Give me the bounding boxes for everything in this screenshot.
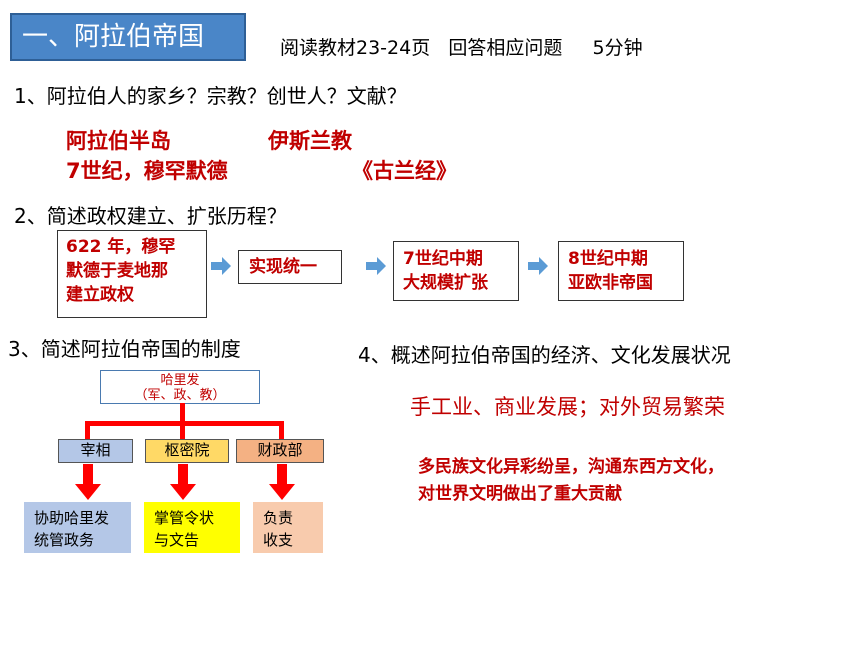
duty-privy-council: 掌管令状 与文告 [144, 502, 240, 553]
office-treasury: 财政部 [236, 439, 324, 463]
step-empire: 8世纪中期 亚欧非帝国 [558, 241, 684, 301]
duty-line: 掌管令状 [154, 509, 215, 527]
question-2: 2、简述政权建立、扩张历程？ [14, 204, 287, 228]
step-line: 8世纪中期 [568, 249, 648, 269]
right-arrow-icon [211, 257, 231, 275]
step-expansion: 7世纪中期 大规模扩张 [393, 241, 519, 301]
caliph-powers: （军、政、教） [134, 388, 226, 403]
right-arrow-icon [366, 257, 386, 275]
caliph-label: 哈里发 [160, 373, 200, 388]
duty-line: 协助哈里发 [34, 509, 110, 527]
down-arrow-icon [269, 464, 295, 500]
right-arrow-icon [528, 257, 548, 275]
step-line: 默德于麦地那 [66, 261, 168, 281]
office-prime-minister: 宰相 [58, 439, 133, 463]
step-establish-power: 622 年，穆罕 默德于麦地那 建立政权 [57, 230, 207, 318]
answer-culture-line2: 对世界文明做出了重大贡献 [418, 484, 622, 504]
answer-scripture: 《古兰经》 [352, 159, 457, 183]
reading-instruction: 阅读教材23-24页 回答相应问题 5分钟 [280, 37, 643, 59]
question-1: 1、阿拉伯人的家乡？宗教？创世人？文献？ [14, 84, 407, 108]
duty-line: 统管政务 [34, 531, 95, 549]
answer-founder: 7世纪，穆罕默德 [66, 159, 228, 183]
step-line: 大规模扩张 [403, 273, 488, 293]
duty-line: 收支 [263, 531, 294, 549]
down-arrow-icon [75, 464, 101, 500]
step-line: 实现统一 [249, 257, 317, 277]
connector-line [85, 421, 90, 439]
answer-culture-line1: 多民族文化异彩纷呈，沟通东西方文化， [418, 457, 724, 477]
down-arrow-icon [170, 464, 196, 500]
connector-line [180, 403, 185, 423]
answer-religion: 伊斯兰教 [268, 129, 352, 153]
step-line: 亚欧非帝国 [568, 273, 653, 293]
step-unification: 实现统一 [238, 250, 342, 284]
question-3: 3、简述阿拉伯帝国的制度 [8, 337, 241, 361]
connector-line [279, 421, 284, 439]
answer-homeland: 阿拉伯半岛 [66, 129, 171, 153]
section-title: 一、阿拉伯帝国 [10, 13, 246, 61]
step-line: 7世纪中期 [403, 249, 483, 269]
duty-treasury: 负责 收支 [253, 502, 323, 553]
office-privy-council: 枢密院 [145, 439, 229, 463]
duty-prime-minister: 协助哈里发 统管政务 [24, 502, 131, 553]
answer-economy: 手工业、商业发展；对外贸易繁荣 [410, 395, 725, 419]
step-line: 622 年，穆罕 [66, 237, 176, 257]
duty-line: 负责 [263, 509, 294, 527]
caliph-box: 哈里发 （军、政、教） [100, 370, 260, 404]
step-line: 建立政权 [66, 285, 134, 305]
duty-line: 与文告 [154, 531, 200, 549]
question-4: 4、概述阿拉伯帝国的经济、文化发展状况 [358, 343, 731, 367]
connector-line [180, 421, 185, 439]
